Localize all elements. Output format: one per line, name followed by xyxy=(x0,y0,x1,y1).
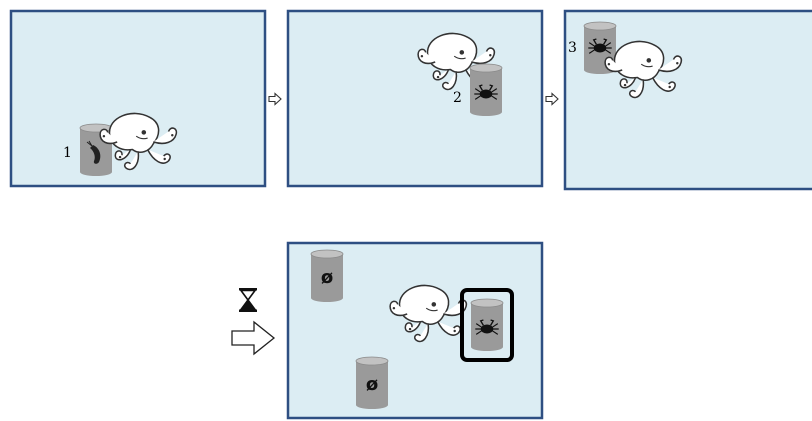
arrow-right-icon xyxy=(545,92,559,106)
panel-step-3: 3 xyxy=(563,9,812,191)
step-label: 2 xyxy=(453,90,462,106)
panel-step-2: 2 xyxy=(286,9,544,188)
empty-symbol: ø xyxy=(366,374,378,395)
arrow-right-icon xyxy=(268,92,282,106)
step-label: 3 xyxy=(568,40,577,56)
canister-empty: ø xyxy=(310,249,344,303)
selection-highlight xyxy=(460,288,514,362)
canister-empty: ø xyxy=(355,356,389,410)
step-label: 1 xyxy=(63,145,72,161)
empty-symbol: ø xyxy=(321,267,333,288)
panel-outcome: ø ø xyxy=(286,241,544,420)
large-arrow-right-icon xyxy=(231,320,276,356)
hourglass-icon xyxy=(239,288,257,312)
panel-step-1: 1 xyxy=(9,9,267,188)
